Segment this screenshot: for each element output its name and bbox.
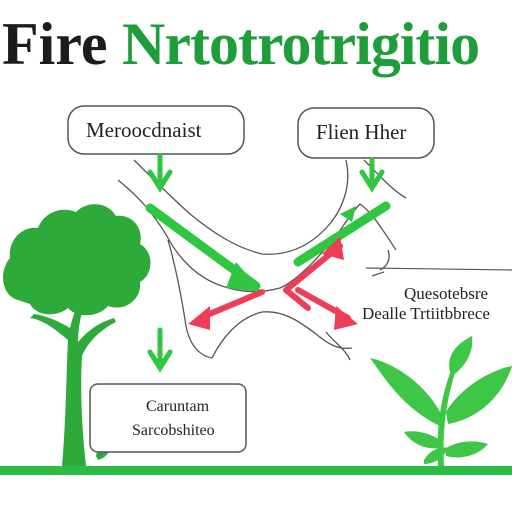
arrow-diagonal-left-head — [226, 262, 262, 292]
arrow-down-top-right — [359, 157, 385, 193]
arrow-diagonal-right-head — [340, 206, 356, 222]
title-word-second: Nrtotrotrigitio — [122, 11, 480, 77]
label-bottom-line-1: Caruntam — [146, 398, 210, 415]
arrow-red-left-head — [188, 306, 210, 330]
arrow-down-top-left — [147, 153, 173, 193]
arrow-red-up-head — [322, 236, 344, 260]
box-top-left — [67, 105, 245, 155]
label-right-line-1: Quesotebsre — [404, 284, 489, 303]
box-top-right — [297, 107, 435, 159]
right-callout-line — [365, 267, 512, 277]
arrow-diagonal-right — [293, 201, 391, 267]
plant-icon — [370, 336, 512, 466]
red-arrows — [188, 236, 358, 330]
ground-line — [0, 466, 512, 475]
label-top-right: Flien Hher — [316, 120, 407, 144]
label-top-left: Meroocdnaist — [86, 118, 202, 142]
title-word-fire: Fire — [2, 11, 108, 77]
body-outline — [117, 159, 407, 361]
arrow-red-left — [197, 289, 265, 321]
arrow-red-up-bend — [283, 243, 343, 311]
green-arrows — [145, 153, 391, 373]
label-right-line-2: Dealle Trtiitbbrece — [362, 304, 490, 323]
arrow-down-bottom — [147, 327, 173, 373]
arrow-red-right-head — [334, 306, 358, 330]
label-bottom-line-2: Sarcobshiteo — [132, 422, 215, 439]
box-bottom — [89, 383, 247, 453]
